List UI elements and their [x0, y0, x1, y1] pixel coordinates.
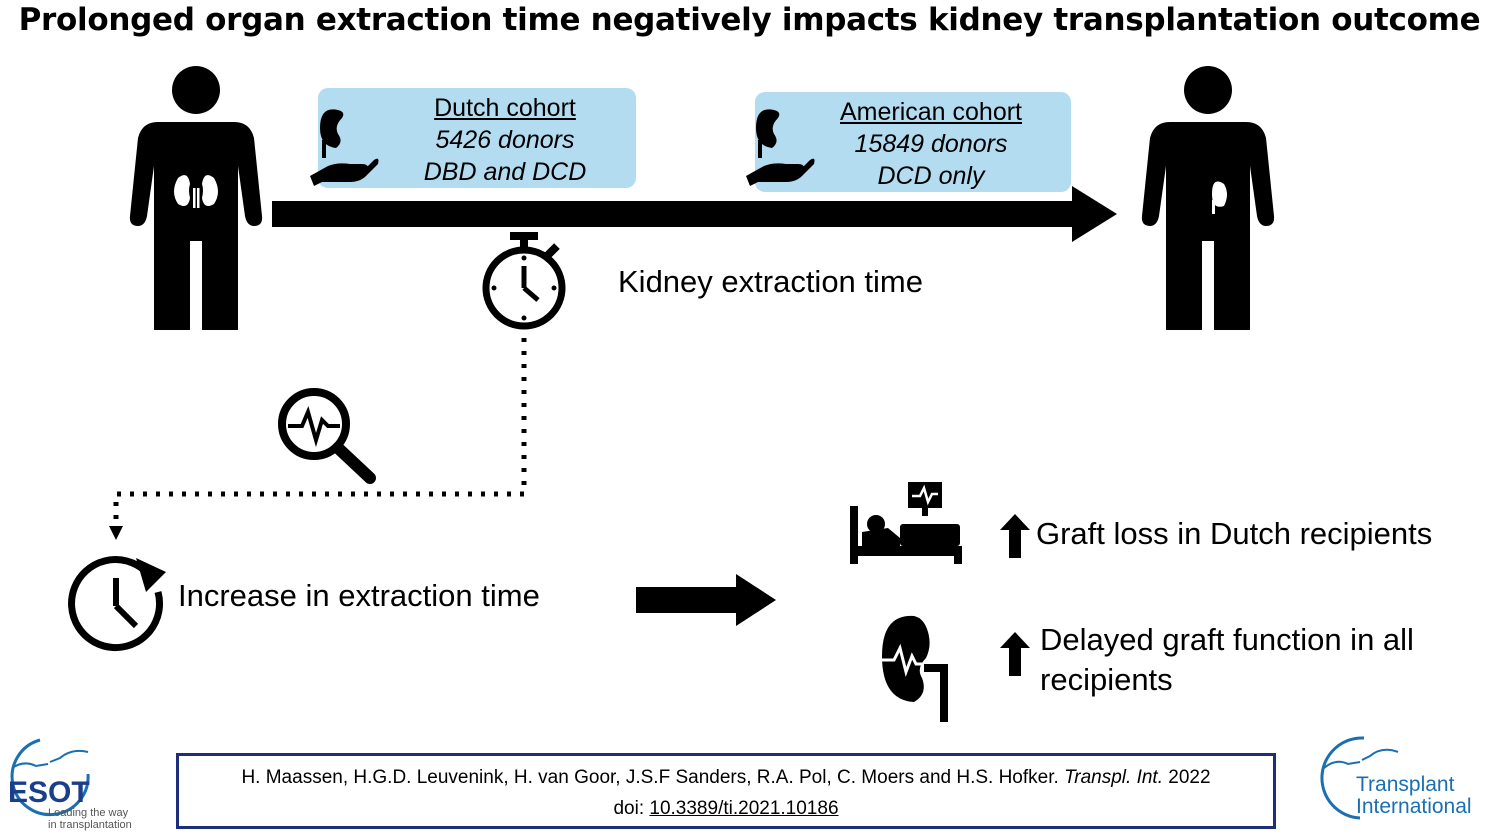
esot-logo: ESOT Leading the way in transplantation	[0, 734, 150, 834]
american-donor-type: DCD only	[877, 162, 985, 190]
esot-name: ESOT	[8, 776, 90, 809]
stopwatch-icon	[482, 232, 566, 330]
kidney-icon	[1212, 181, 1227, 214]
kidney-in-hand-icon-2	[746, 109, 815, 186]
citation-year: 2022	[1168, 767, 1211, 788]
kidney-pulse-icon	[882, 615, 948, 722]
ti-logo-mark	[1320, 736, 1399, 820]
kidney-in-hand-icon	[310, 109, 379, 186]
esot-tagline: Leading the way in transplantation	[48, 807, 132, 831]
citation-authors: H. Maassen, H.G.D. Leuvenink, H. van Goo…	[241, 767, 1059, 788]
citation-journal: Transpl. Int.	[1064, 767, 1163, 788]
delayed-graft-label: Delayed graft function in all recipients	[1040, 620, 1414, 700]
up-arrow-icon	[1000, 514, 1030, 558]
citation-line1: H. Maassen, H.G.D. Leuvenink, H. van Goo…	[179, 762, 1273, 793]
delayed-graft-line1: Delayed graft function in all	[1040, 622, 1414, 657]
doi-link[interactable]: 10.3389/ti.2021.10186	[649, 798, 839, 819]
graft-loss-label: Graft loss in Dutch recipients	[1036, 516, 1433, 551]
doi-label: doi:	[613, 798, 645, 819]
up-arrow-icon-2	[1000, 632, 1030, 676]
extraction-time-label: Kidney extraction time	[618, 264, 923, 299]
esot-logo-mark	[10, 738, 90, 817]
kidney-icon	[174, 175, 218, 208]
citation-line2: doi: 10.3389/ti.2021.10186	[179, 793, 1273, 824]
donor-person-icon	[129, 66, 263, 330]
american-donor-count: 15849 donors	[854, 130, 1008, 158]
recipient-person-icon	[1141, 66, 1275, 330]
delayed-graft-line2: recipients	[1040, 662, 1173, 697]
timeline-arrow	[272, 186, 1117, 242]
outcome-arrow	[636, 574, 776, 626]
ti-name: Transplant International	[1356, 774, 1472, 818]
citation-box: H. Maassen, H.G.D. Leuvenink, H. van Goo…	[176, 753, 1276, 829]
dutch-donor-type: DBD and DCD	[423, 158, 587, 186]
american-cohort-heading: American cohort	[839, 98, 1023, 126]
increase-extraction-label: Increase in extraction time	[178, 578, 540, 613]
clock-increase-icon	[68, 556, 166, 652]
magnifier-pulse-icon	[278, 388, 376, 484]
dutch-donor-count: 5426 donors	[435, 126, 575, 154]
ti-line2: International	[1356, 795, 1472, 818]
ti-line1: Transplant	[1356, 773, 1455, 796]
ti-logo: Transplant International	[1310, 734, 1499, 834]
dutch-cohort-heading: Dutch cohort	[434, 94, 576, 122]
esot-tagline-2: in transplantation	[48, 819, 132, 831]
dutch-cohort-box: Dutch cohort 5426 donors DBD and DCD	[318, 88, 636, 188]
esot-tagline-1: Leading the way	[48, 807, 129, 819]
american-cohort-box: American cohort 15849 donors DCD only	[755, 92, 1071, 192]
hospital-bed-icon	[850, 482, 962, 564]
page-title: Prolonged organ extraction time negative…	[18, 2, 1481, 38]
dotted-connector	[109, 338, 527, 540]
